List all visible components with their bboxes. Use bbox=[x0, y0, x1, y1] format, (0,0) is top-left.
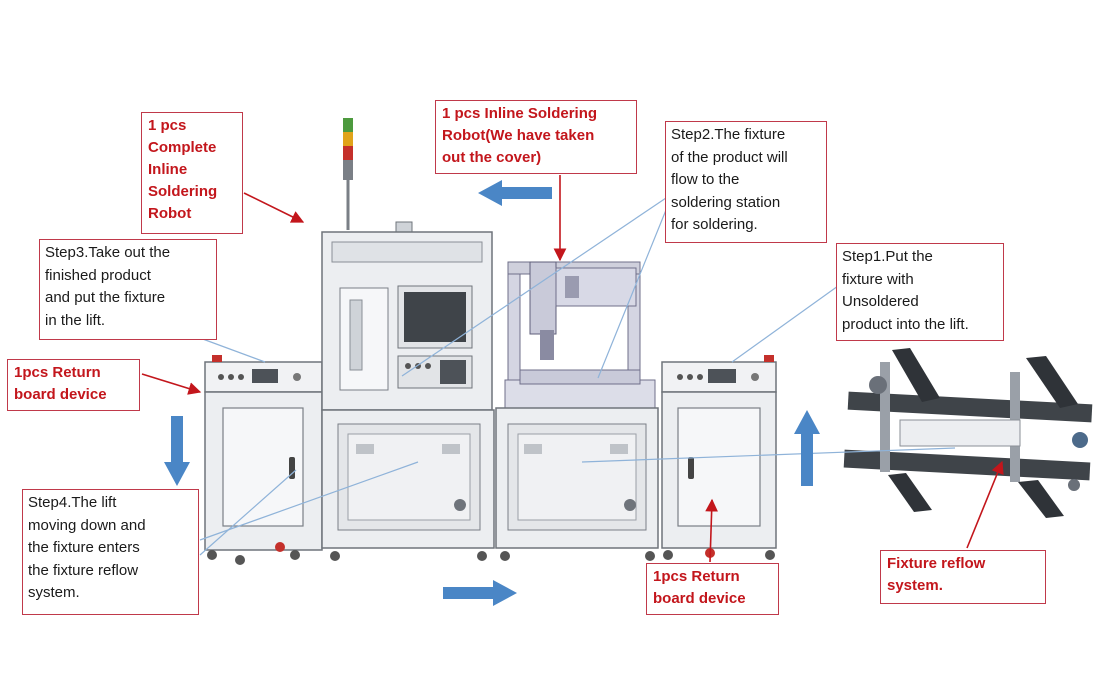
inline-soldering-robot bbox=[495, 261, 659, 561]
fixture-reflow-callout: Fixture reflow system. bbox=[880, 550, 1046, 604]
inline-robot-callout: 1 pcs Inline Soldering Robot(We have tak… bbox=[435, 100, 637, 174]
pointer-arrows bbox=[141, 175, 1004, 563]
step2-callout: Step2.The fixture of the product will fl… bbox=[665, 121, 827, 243]
step3-callout: Step3.Take out the finished product and … bbox=[39, 239, 217, 340]
complete-robot-callout: 1 pcs Complete Inline Soldering Robot bbox=[141, 112, 243, 234]
right-return-board-device bbox=[661, 355, 777, 560]
leader-lines bbox=[199, 197, 956, 556]
flow-arrow-up bbox=[794, 410, 820, 486]
step4-callout: Step4.The lift moving down and the fixtu… bbox=[22, 489, 199, 615]
complete-soldering-robot bbox=[321, 118, 495, 561]
fixture-reflow-system bbox=[843, 348, 1093, 518]
left-return-device-callout: 1pcs Return board device bbox=[7, 359, 140, 411]
step1-callout: Step1.Put the fixture with Unsoldered pr… bbox=[836, 243, 1004, 341]
right-return-device-callout: 1pcs Return board device bbox=[646, 563, 779, 615]
left-return-board-device bbox=[204, 355, 323, 565]
flow-arrows bbox=[164, 180, 820, 606]
flow-arrow-down bbox=[164, 416, 190, 486]
flow-arrow-left bbox=[478, 180, 552, 206]
flow-arrow-right bbox=[443, 580, 517, 606]
